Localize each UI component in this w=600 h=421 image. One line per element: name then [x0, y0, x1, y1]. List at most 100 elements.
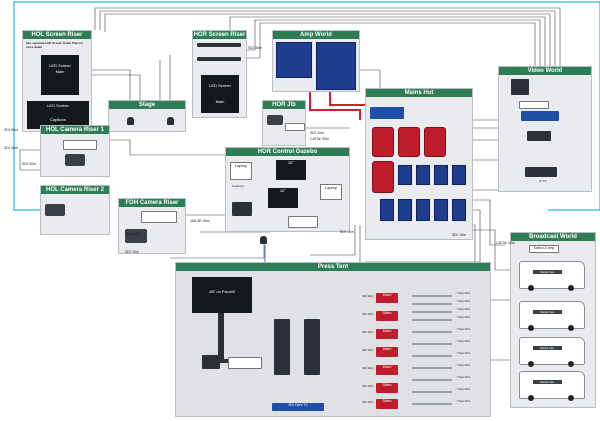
zone-title: Stage [109, 101, 185, 109]
led-screen-main: LED Screen Main [201, 75, 239, 113]
ptz-camera [260, 236, 267, 244]
screen-label: 86" on Pavoiiii [209, 289, 235, 294]
sdi-distro: Distro [376, 399, 398, 409]
fibre-converter [141, 211, 177, 223]
sdi-distro: Distro [376, 347, 398, 357]
their-sdi-label: Their SDI [457, 387, 470, 391]
cable-label: SDI 50m [4, 128, 18, 132]
their-sdi-label: Their SDI [457, 327, 470, 331]
patch-strip [412, 343, 452, 345]
media-van: Media Van [519, 301, 585, 331]
zone-title: HOL Screen Riser [23, 31, 91, 39]
recorder [525, 167, 557, 177]
amp-world-zone: Amp World [272, 30, 360, 92]
patch-strip [412, 311, 452, 313]
monitor-label: 32" [288, 160, 294, 165]
patch-strip [412, 391, 452, 393]
monitor: 32" [268, 188, 298, 208]
zone-title: Mains Hut [366, 89, 472, 97]
patch-strip [412, 367, 452, 369]
foh-camera-riser-zone: FOH Camera Riser [118, 198, 186, 254]
switch-label: Switch & amp [533, 246, 555, 250]
hol-camera-riser-1-zone: HOL Camera Riser 1 [40, 125, 110, 177]
sdi-distro: Distro [376, 365, 398, 375]
laptop-label: Laptop [234, 163, 248, 168]
sdi-distro: Distro [376, 293, 398, 303]
screen-sublabel: Captions [50, 117, 66, 122]
monitor-label: 32" [280, 188, 286, 193]
patch-strip [412, 295, 452, 297]
power-drum [372, 127, 394, 157]
fibre-converter [519, 101, 549, 109]
power-distro [370, 107, 404, 119]
their-sdi-label: Their SDI [457, 339, 470, 343]
their-sdi-label: Their SDI [457, 363, 470, 367]
press-tent-zone: Press Tent 86" on Pavoiiii SDI Fibre TX [175, 262, 491, 417]
fibre-converter [285, 123, 305, 131]
cable-label: SDI 20m [362, 384, 374, 388]
power-drum [372, 161, 394, 193]
hol-screen-riser-zone: HOL Screen Riser See separate LED Screen… [22, 30, 92, 132]
camera [65, 154, 85, 166]
video-converter [197, 57, 241, 61]
laptop: Laptop [320, 184, 342, 200]
power-block [398, 199, 412, 221]
switch: Switch & amp [529, 245, 559, 253]
cable-label: SDI 10m [340, 230, 354, 234]
van-label: Media Van [532, 379, 562, 384]
screen-base [206, 359, 236, 363]
press-rack [274, 319, 290, 375]
zone-title: HOR Screen Riser [193, 31, 246, 39]
power-block [434, 199, 448, 221]
ptz-camera [167, 117, 174, 125]
their-sdi-label: Their SDI [457, 307, 470, 311]
their-sdi-label: Their SDI [457, 399, 470, 403]
cable-label: SDI 10m [125, 250, 139, 254]
power-drum [398, 127, 420, 157]
screen-label: LED Screen [47, 103, 69, 108]
zone-title: HOL Camera Riser 1 [41, 126, 109, 134]
cable-label: SDI 30m [4, 146, 18, 150]
captions-label: Captions [232, 184, 244, 188]
media-van: Media Van [519, 371, 585, 401]
zone-title: Video World [499, 67, 591, 75]
power-block [452, 199, 466, 221]
sdi-distro: Distro [376, 329, 398, 339]
capture-box [202, 355, 220, 369]
zone-title: Amp World [273, 31, 359, 39]
screen-label: LED Screen [49, 63, 71, 68]
patch-strip [412, 303, 452, 305]
patch-strip [412, 403, 452, 405]
broadcast-world-zone: Broadcast World Switch & amp Media Van M… [510, 232, 596, 408]
hor-jib-zone: HOR Jib [262, 100, 306, 146]
laptop: Laptop [230, 162, 252, 180]
cable-label: SDI 30m [248, 46, 262, 50]
fibre-converter [288, 216, 318, 228]
patch-strip [412, 379, 452, 381]
zone-title: HOR Control Gazebo [226, 148, 349, 156]
cable-label: CAT5e 30m [310, 137, 329, 141]
fibre-converter [63, 140, 97, 150]
mains-hut-zone: Mains Hut [365, 88, 473, 240]
camera [45, 204, 65, 216]
video-world-zone: Video World IC TV [498, 66, 592, 192]
jib-camera [267, 115, 283, 125]
fibre-converter [228, 357, 262, 369]
fibre-tx-label: SDI Fibre TX [288, 403, 308, 407]
cable-label: SDI 20m [362, 330, 374, 334]
cable-label: SDI 20m [362, 348, 374, 352]
hor-control-gazebo-zone: HOR Control Gazebo Laptop Captions 32" 3… [225, 147, 350, 232]
van-label: Media Van [532, 345, 562, 350]
cable-label: CAT5e 30m [496, 241, 515, 245]
camera [125, 229, 147, 243]
cable-label: SDI 20m [362, 366, 374, 370]
zone-title: Broadcast World [511, 233, 595, 241]
media-van: Media Van [519, 337, 585, 367]
router [521, 111, 559, 121]
press-screen: 86" on Pavoiiii [192, 277, 252, 313]
their-sdi-label: Their SDI [457, 291, 470, 295]
their-sdi-label: Their SDI [457, 299, 470, 303]
screen-sublabel: Main [215, 99, 225, 104]
zone-title: FOH Camera Riser [119, 199, 185, 207]
power-block [452, 165, 466, 185]
